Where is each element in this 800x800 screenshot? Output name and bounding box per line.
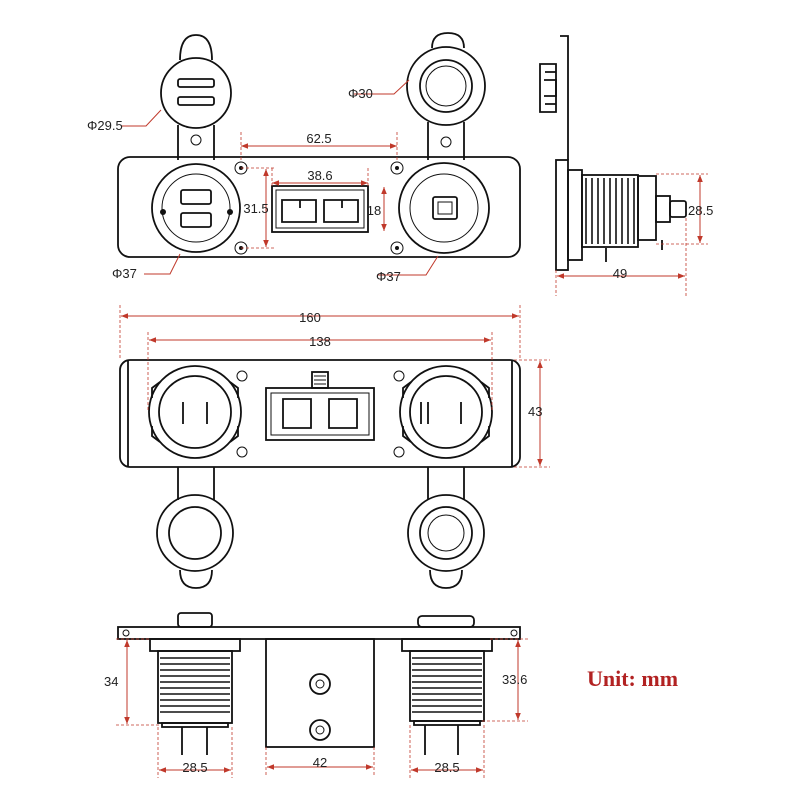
right-bottom-thread xyxy=(409,650,485,722)
unit-label: Unit: mm xyxy=(587,666,678,691)
left-socket-diameter-label: Φ37 xyxy=(112,266,137,281)
side-height-label: 28.5 xyxy=(688,203,713,218)
top-view: 62.5 38.6 31.5 18 Φ29.5 Φ30 Φ37 Φ37 xyxy=(87,32,521,284)
side-panel-edge xyxy=(555,159,569,271)
side-depth-label: 49 xyxy=(613,266,627,281)
hole-vertical-label: 31.5 xyxy=(243,201,268,216)
front-view: 160 138 43 xyxy=(119,305,550,589)
right-socket-diameter-label: Φ37 xyxy=(376,269,401,284)
usb-port-icon xyxy=(180,189,212,205)
anderson-width-label: 38.6 xyxy=(307,168,332,183)
right-rj45-socket xyxy=(398,162,490,254)
left-front-socket xyxy=(148,365,242,459)
socket-spacing-label: 138 xyxy=(309,334,331,349)
anderson-height-label: 18 xyxy=(367,203,381,218)
left-cap-diameter-label: Φ29.5 xyxy=(87,118,123,133)
right-front-socket xyxy=(399,365,493,459)
usb-port-icon xyxy=(180,212,212,228)
bottom-panel-edge xyxy=(117,626,521,640)
center-width-label: 42 xyxy=(313,755,327,770)
anderson-connector xyxy=(271,185,369,233)
right-cap-tab xyxy=(431,32,465,49)
panel-height-label: 43 xyxy=(528,404,542,419)
front-panel-outline xyxy=(119,359,521,468)
right-lower-cap xyxy=(407,494,485,572)
rj45-port-icon xyxy=(432,196,458,220)
left-base-width-label: 28.5 xyxy=(182,760,207,775)
right-cap xyxy=(406,46,486,126)
hole-spacing-label: 62.5 xyxy=(306,131,331,146)
bottom-view: 34 33.6 28.5 42 28.5 xyxy=(104,612,528,778)
left-cap-tab xyxy=(179,34,213,61)
left-cap xyxy=(160,57,232,129)
anderson-bottom-housing xyxy=(265,638,375,748)
top-panel-outline xyxy=(117,156,521,258)
right-base-width-label: 28.5 xyxy=(434,760,459,775)
side-view: 28.5 49 xyxy=(539,35,713,296)
right-depth-label: 33.6 xyxy=(502,672,527,687)
right-cap-diameter-label: Φ30 xyxy=(348,86,373,101)
left-lower-cap xyxy=(156,494,234,572)
panel-width-label: 160 xyxy=(299,310,321,325)
left-usb-socket xyxy=(151,163,241,253)
left-depth-label: 34 xyxy=(104,674,118,689)
